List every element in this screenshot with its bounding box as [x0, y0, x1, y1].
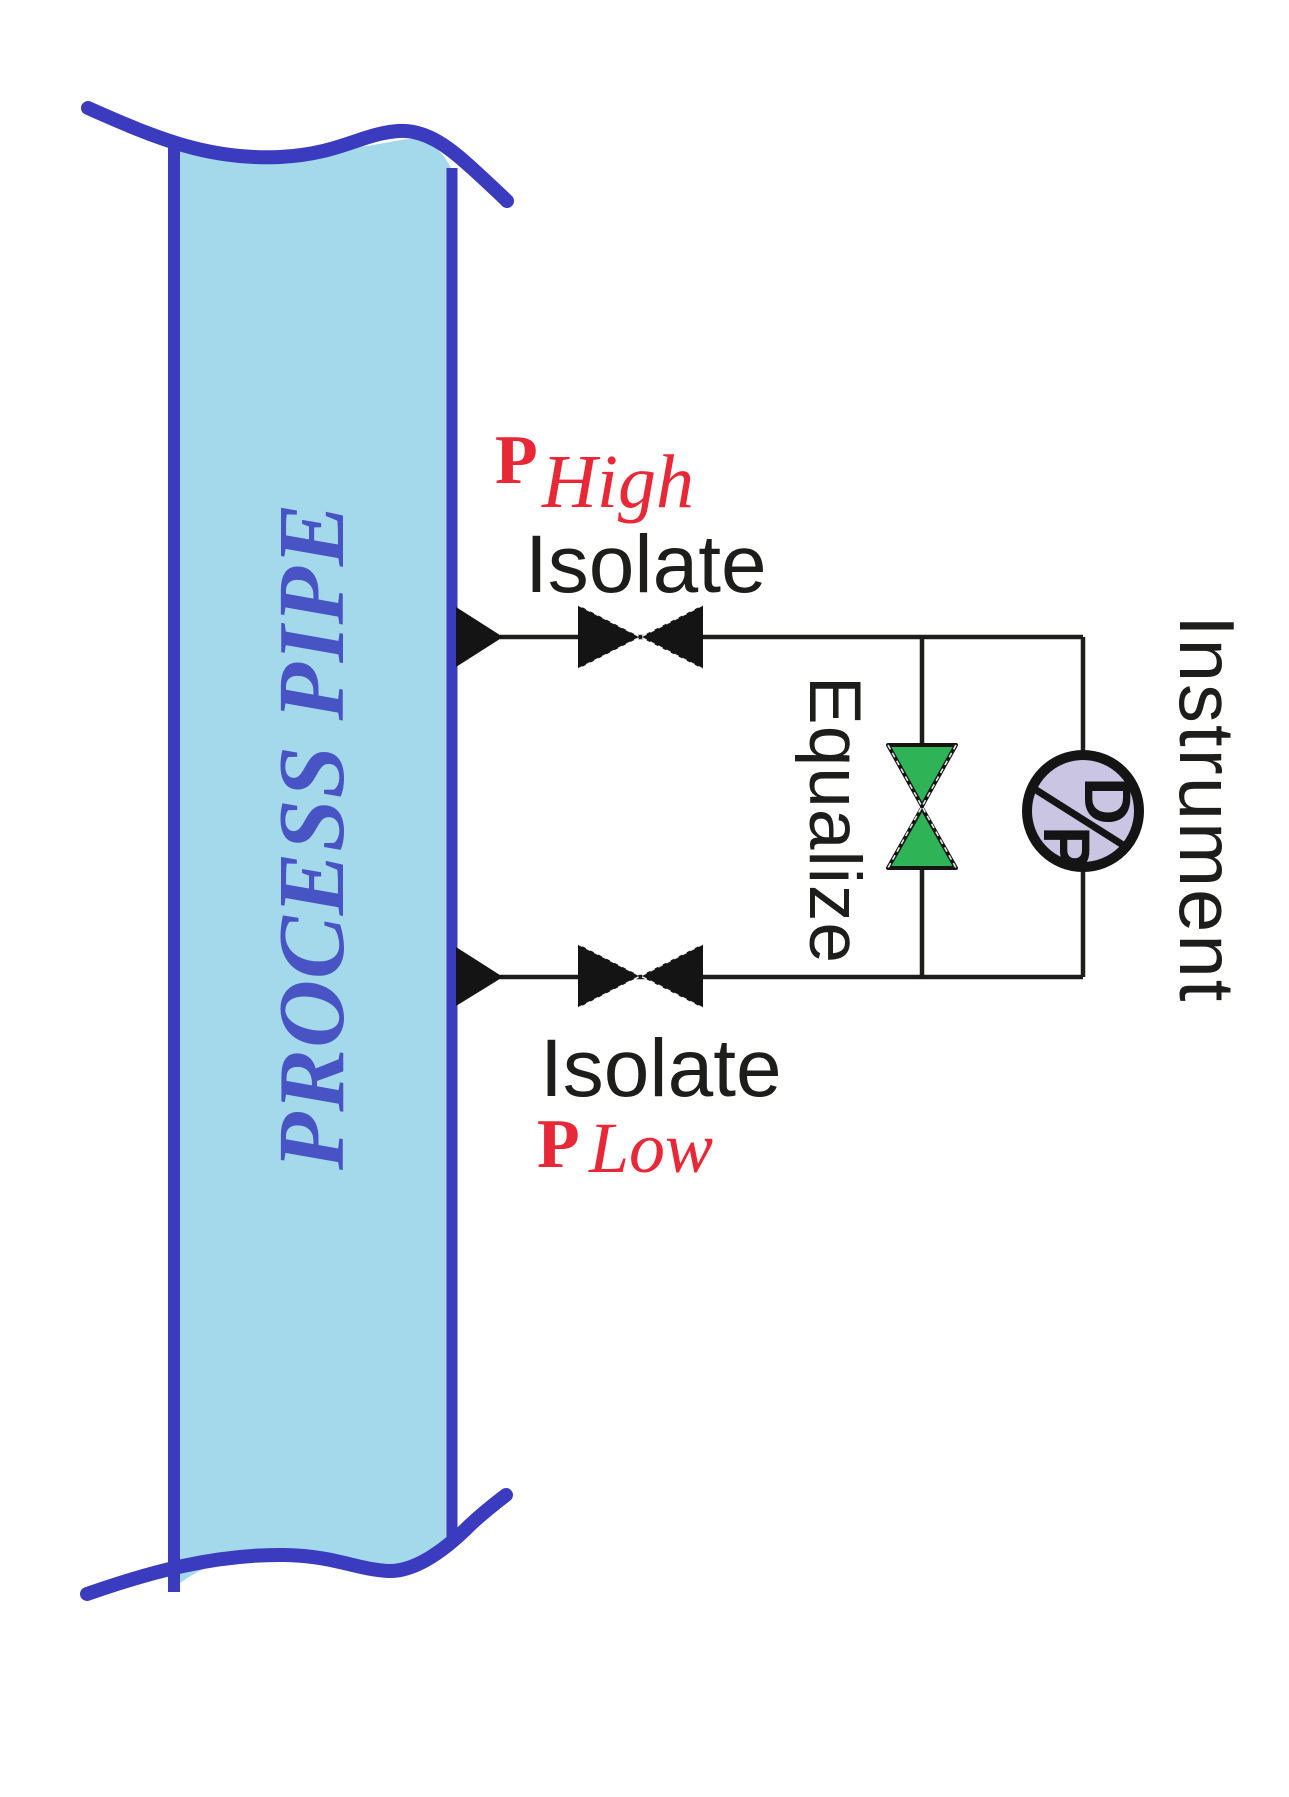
isolate-label-high: Isolate: [525, 519, 767, 610]
equalize-valve: [886, 743, 958, 870]
p-low-symbol: P: [537, 1106, 580, 1183]
process-pipe-body: [174, 138, 452, 1589]
dp-letter-d: D: [1071, 777, 1145, 825]
pipe-break-wave-bottom: [80, 1488, 513, 1601]
impulse-lines: [500, 634, 1086, 980]
p-high-symbol: P: [495, 422, 538, 499]
equalize-label: Equalize: [794, 676, 875, 964]
p-low-subscript: Low: [588, 1108, 713, 1188]
instrument-label: Instrument: [1163, 615, 1251, 1003]
high-tap-nozzle: [456, 607, 503, 667]
isolate-valve-low: [577, 943, 704, 1009]
process-pipe-label: PROCESS PIPE: [260, 502, 364, 1171]
isolate-valve-high: [577, 604, 704, 670]
dp-slash: [1029, 784, 1127, 849]
dp-letter-p: P: [1030, 826, 1104, 870]
dp-instrument-bubble: D P: [1022, 750, 1145, 872]
isolate-label-low: Isolate: [540, 1023, 782, 1114]
low-tap-nozzle: [456, 947, 503, 1006]
text-labels: P High Isolate Equalize Instrument Isola…: [495, 422, 1251, 1188]
pipe-break-wave-top: [81, 101, 514, 208]
p-high-subscript: High: [541, 440, 694, 524]
